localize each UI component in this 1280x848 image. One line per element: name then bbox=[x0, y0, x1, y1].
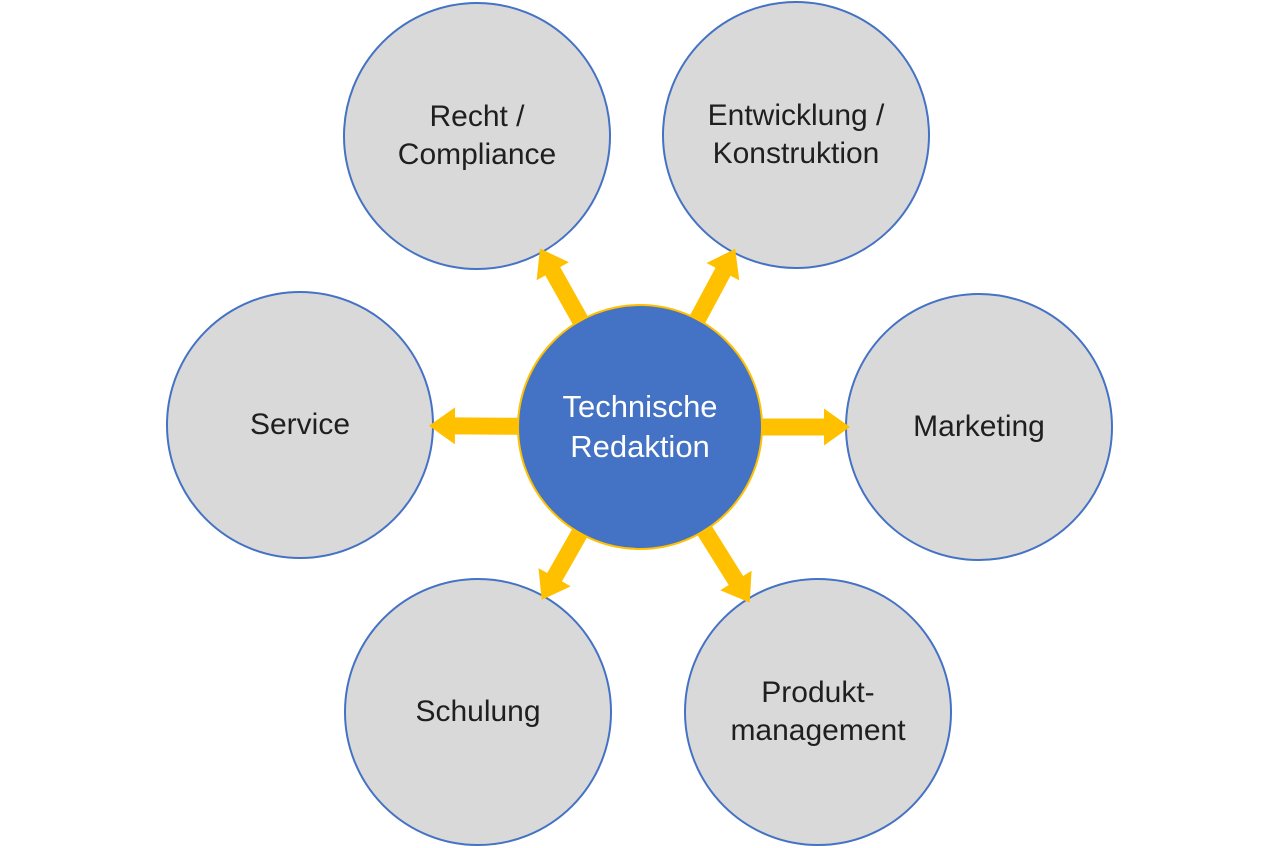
arrow-to-recht-compliance bbox=[536, 248, 589, 326]
node-label-marketing: Marketing bbox=[913, 410, 1045, 443]
node-entwicklung-konstruktion: Entwicklung / Konstruktion bbox=[662, 1, 930, 269]
arrow-to-service bbox=[429, 407, 520, 445]
arrow-to-entwicklung-konstruktion bbox=[689, 248, 740, 325]
node-label-entwicklung-konstruktion: Entwicklung / Konstruktion bbox=[707, 99, 885, 170]
node-produkt-management: Produkt- management bbox=[684, 578, 952, 846]
node-label-recht-compliance: Recht / Compliance bbox=[397, 100, 557, 171]
hub-label: Technische Redaktion bbox=[562, 389, 718, 464]
arrow-to-produkt-management bbox=[696, 525, 752, 603]
node-label-schulung: Schulung bbox=[415, 695, 541, 728]
node-label-produkt-management: Produkt- management bbox=[730, 676, 906, 747]
hub-technische-redaktion: Technische Redaktion bbox=[517, 304, 763, 550]
node-service: Service bbox=[166, 291, 434, 559]
arrow-to-marketing bbox=[761, 408, 850, 446]
node-schulung: Schulung bbox=[344, 578, 612, 846]
node-label-service: Service bbox=[249, 408, 351, 441]
arrow-to-schulung bbox=[538, 528, 588, 600]
node-marketing: Marketing bbox=[845, 293, 1113, 561]
node-recht-compliance: Recht / Compliance bbox=[343, 2, 611, 270]
